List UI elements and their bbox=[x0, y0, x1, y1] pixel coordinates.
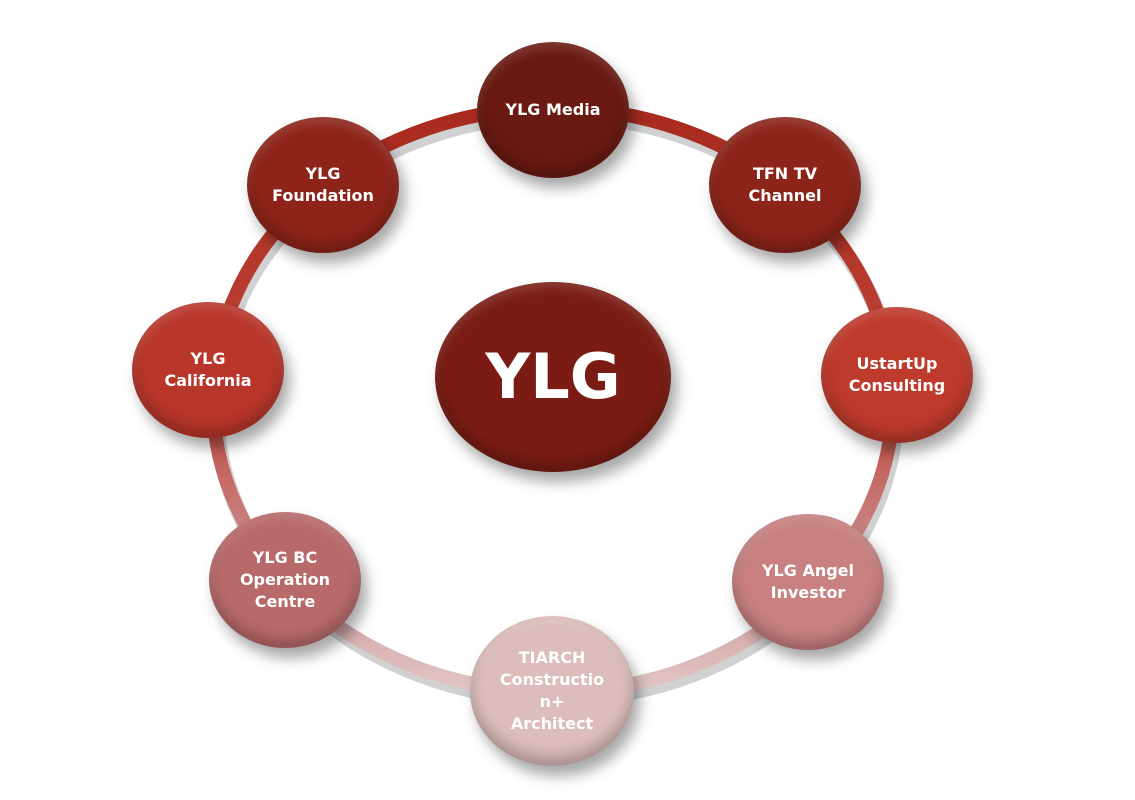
node-ylg-bc-operation-centre: YLG BC Operation Centre bbox=[209, 512, 361, 648]
node-label: YLG Angel Investor bbox=[761, 561, 855, 602]
node-label: YLG Media bbox=[505, 100, 601, 119]
node-tfn-tv-channel: TFN TV Channel bbox=[709, 117, 861, 253]
node-ylg-angel-investor: YLG Angel Investor bbox=[732, 514, 884, 650]
node-label: TIARCH Constructio n+ Architect bbox=[499, 648, 605, 733]
node-ustartup-consulting: UstartUp Consulting bbox=[821, 307, 973, 443]
node-tiarch-construction-architect: TIARCH Constructio n+ Architect bbox=[470, 616, 634, 766]
node-label: YLG BC Operation Centre bbox=[239, 548, 331, 611]
node-label: YLG Foundation bbox=[272, 164, 374, 205]
node-label: UstartUp Consulting bbox=[848, 354, 946, 395]
node-label: TFN TV Channel bbox=[748, 164, 822, 205]
center-node-label: YLG bbox=[485, 340, 621, 413]
node-ylg-foundation: YLG Foundation bbox=[247, 117, 399, 253]
node-ylg-media: YLG Media bbox=[477, 42, 629, 178]
node-ylg-california: YLG California bbox=[132, 302, 284, 438]
center-node-ylg: YLG bbox=[435, 282, 671, 472]
node-label: YLG California bbox=[164, 349, 252, 390]
